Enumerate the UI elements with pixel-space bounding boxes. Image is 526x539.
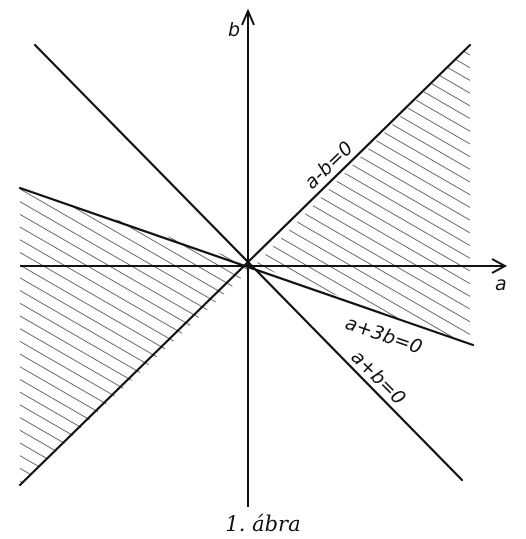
hatched-region-right [255,45,470,345]
y-axis-arrow [241,8,255,26]
figure-caption: 1. ábra [225,512,301,536]
y-axis-label: b [228,19,240,41]
hatched-region-left [20,188,255,485]
line-a-plus-3b [18,186,475,347]
x-axis-label: a [495,273,507,295]
label-a-plus-b: a+b=0 [346,346,409,409]
x-axis-arrow [491,258,508,274]
line-a-plus-b [33,43,464,482]
